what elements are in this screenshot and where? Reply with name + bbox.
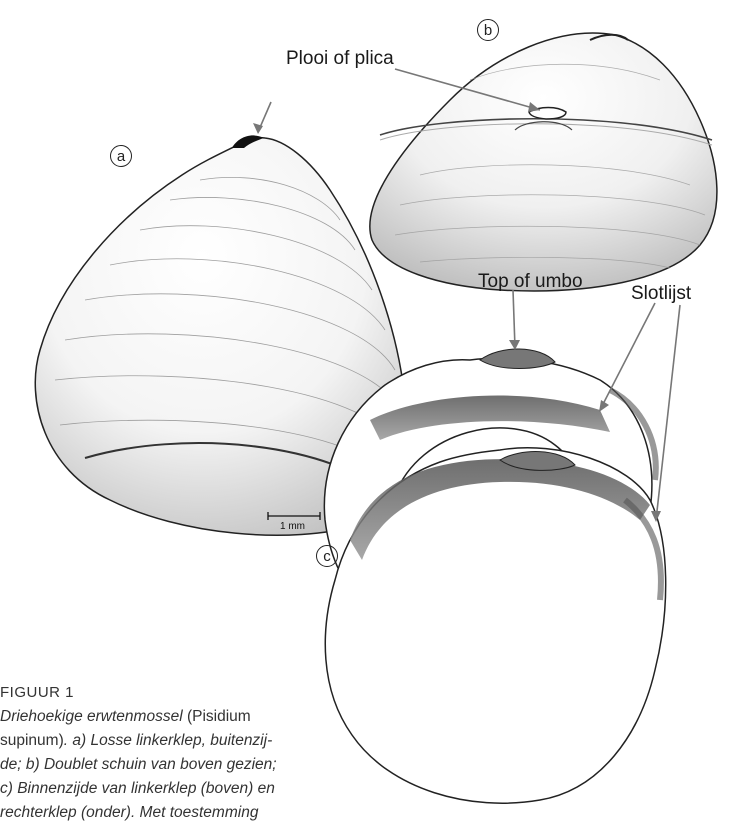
slotlijst-label: Slotlijst [631, 283, 691, 305]
shell-c [324, 349, 665, 803]
caption-line-2: supinum). a) Losse linkerklep, buitenzij… [0, 729, 360, 753]
caption-heading: FIGUUR 1 [0, 681, 360, 705]
caption-line-5: rechterklep (onder). Met toestemming [0, 801, 360, 825]
label-b: b [477, 19, 499, 41]
caption-line-1: Driehoekige erwtenmossel (Pisidium [0, 705, 360, 729]
label-c: c [316, 545, 338, 567]
label-a: a [110, 145, 132, 167]
umbo-label: Top of umbo [478, 271, 583, 293]
leader-slotlijst-1 [600, 303, 655, 410]
scale-label: 1 mm [280, 521, 305, 532]
shell-b [370, 33, 717, 291]
leader-umbo [513, 290, 515, 348]
plica-label: Plooi of plica [286, 48, 394, 70]
leader-slotlijst-2 [656, 305, 680, 520]
caption-line-4: c) Binnenzijde van linkerklep (boven) en [0, 777, 360, 801]
caption-line-3: de; b) Doublet schuin van boven gezien; [0, 753, 360, 777]
figure-caption: FIGUUR 1 Driehoekige erwtenmossel (Pisid… [0, 681, 360, 825]
